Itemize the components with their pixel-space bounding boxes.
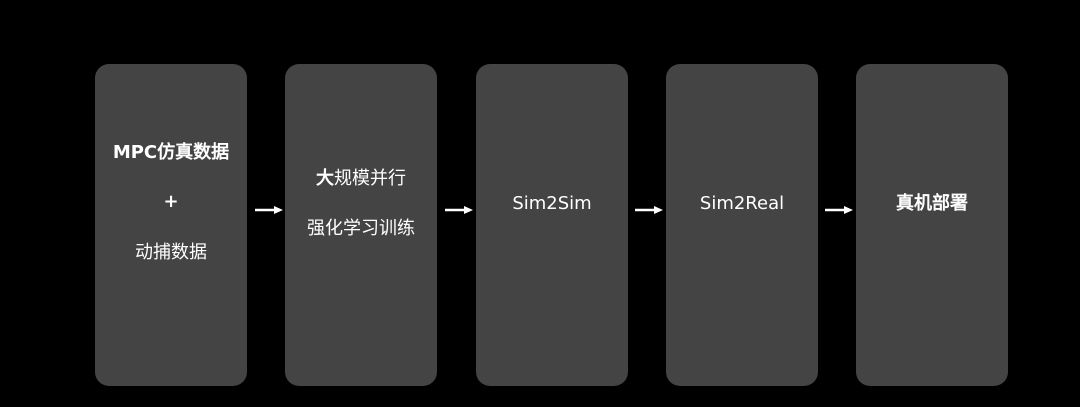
step-2-line-1: 大规模并行: [285, 168, 437, 190]
arrow-right-icon: [825, 206, 853, 214]
arrow-right-icon: [445, 206, 473, 214]
step-box-data-collection: MPC仿真数据 + 动捕数据: [95, 64, 247, 386]
step-5-label: 真机部署: [896, 193, 968, 214]
step-3-label: Sim2Sim: [512, 193, 592, 214]
step-2-line-2: 强化学习训练: [307, 218, 415, 239]
step-1-line-2: +: [163, 191, 179, 212]
step-1-line-1: MPC仿真数据: [112, 142, 230, 163]
step-box-parallel-rl-training: 大规模并行 强化学习训练: [285, 64, 437, 386]
step-box-sim2sim: Sim2Sim: [476, 64, 628, 386]
step-2-line-1-bold: 大: [316, 168, 334, 189]
step-2-line-1-rest: 规模并行: [334, 168, 406, 189]
step-4-label: Sim2Real: [699, 193, 785, 214]
step-box-real-robot-deployment: 真机部署: [856, 64, 1008, 386]
arrow-right-icon: [635, 206, 663, 214]
step-box-sim2real: Sim2Real: [666, 64, 818, 386]
arrow-right-icon: [255, 206, 283, 214]
step-1-line-3: 动捕数据: [135, 242, 207, 263]
